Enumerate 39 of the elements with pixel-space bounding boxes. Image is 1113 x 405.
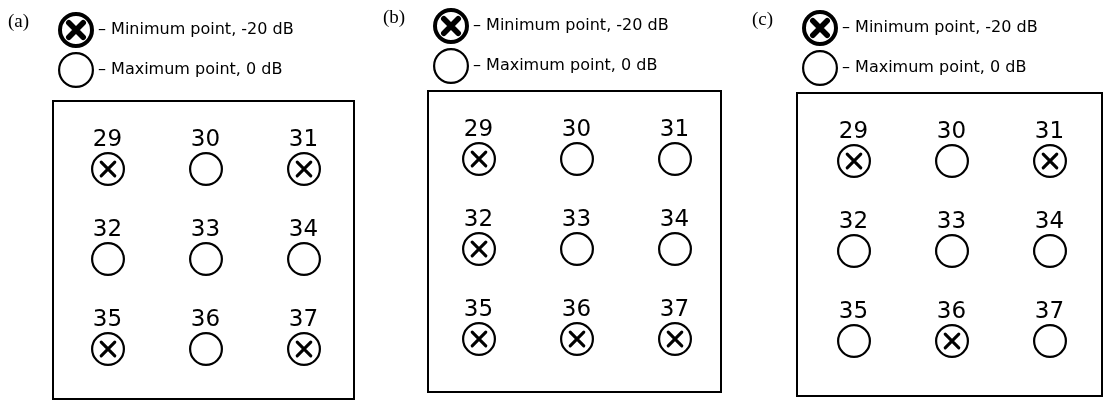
point-number: 34 [287, 216, 320, 240]
point-number: 33 [935, 208, 968, 232]
point-number: 30 [560, 116, 593, 140]
panel-frame [427, 90, 722, 393]
legend-text: – Maximum point, 0 dB [842, 57, 1027, 76]
legend-text: – Maximum point, 0 dB [473, 55, 658, 74]
point-number: 29 [462, 116, 495, 140]
point-number: 31 [1033, 118, 1066, 142]
panel-letter: (c) [752, 8, 774, 30]
point-number: 35 [837, 298, 870, 322]
point-number: 33 [560, 206, 593, 230]
point-number: 35 [91, 306, 124, 330]
point-number: 31 [287, 126, 320, 150]
point-number: 31 [658, 116, 691, 140]
point-number: 32 [837, 208, 870, 232]
panel-letter: (a) [8, 10, 30, 32]
panel-letter: (b) [383, 6, 406, 28]
legend-text: – Minimum point, -20 dB [98, 19, 294, 38]
panel-frame [796, 92, 1103, 397]
point-number: 36 [560, 296, 593, 320]
legend-text: – Minimum point, -20 dB [473, 15, 669, 34]
point-number: 37 [658, 296, 691, 320]
point-number: 32 [462, 206, 495, 230]
point-number: 35 [462, 296, 495, 320]
point-number: 37 [1033, 298, 1066, 322]
panel-frame [52, 100, 355, 400]
point-number: 30 [189, 126, 222, 150]
point-number: 34 [658, 206, 691, 230]
point-number: 37 [287, 306, 320, 330]
legend-text: – Minimum point, -20 dB [842, 17, 1038, 36]
point-number: 29 [91, 126, 124, 150]
point-number: 33 [189, 216, 222, 240]
point-number: 34 [1033, 208, 1066, 232]
point-number: 36 [189, 306, 222, 330]
point-number: 29 [837, 118, 870, 142]
legend-text: – Maximum point, 0 dB [98, 59, 283, 78]
point-number: 30 [935, 118, 968, 142]
point-number: 32 [91, 216, 124, 240]
point-number: 36 [935, 298, 968, 322]
